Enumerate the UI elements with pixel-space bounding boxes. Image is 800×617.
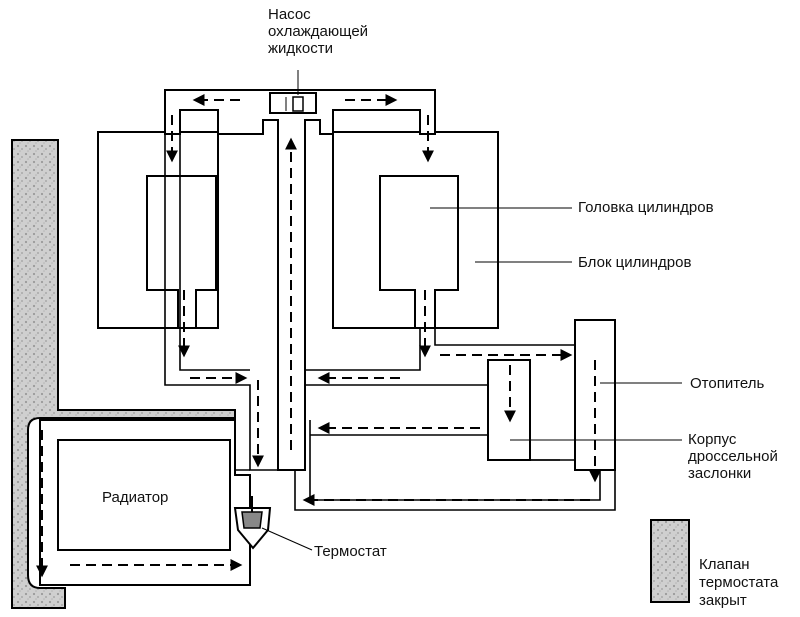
label-throttle-body: Корпус дроссельной заслонки [688,431,782,482]
label-thermostat: Термостат [314,543,387,560]
radiator [36,419,251,586]
legend-text: Клапан термостата закрыт [699,556,782,609]
thermostat-icon [233,496,272,550]
legend-closed-valve-swatch [650,519,690,603]
throttle-body [487,359,531,461]
label-cylinder-block: Блок цилиндров [578,254,691,271]
label-radiator: Радиатор [102,489,168,506]
label-cylinder-head: Головка цилиндров [578,199,714,216]
bypass-channel [11,139,236,609]
leader-lines [261,70,682,551]
top-manifold [164,89,436,471]
label-heater: Отопитель [690,375,765,392]
flow-arrows [166,94,601,506]
label-pump: Насос охлаждающей жидкости [268,6,372,57]
water-pump-icon [269,92,317,114]
